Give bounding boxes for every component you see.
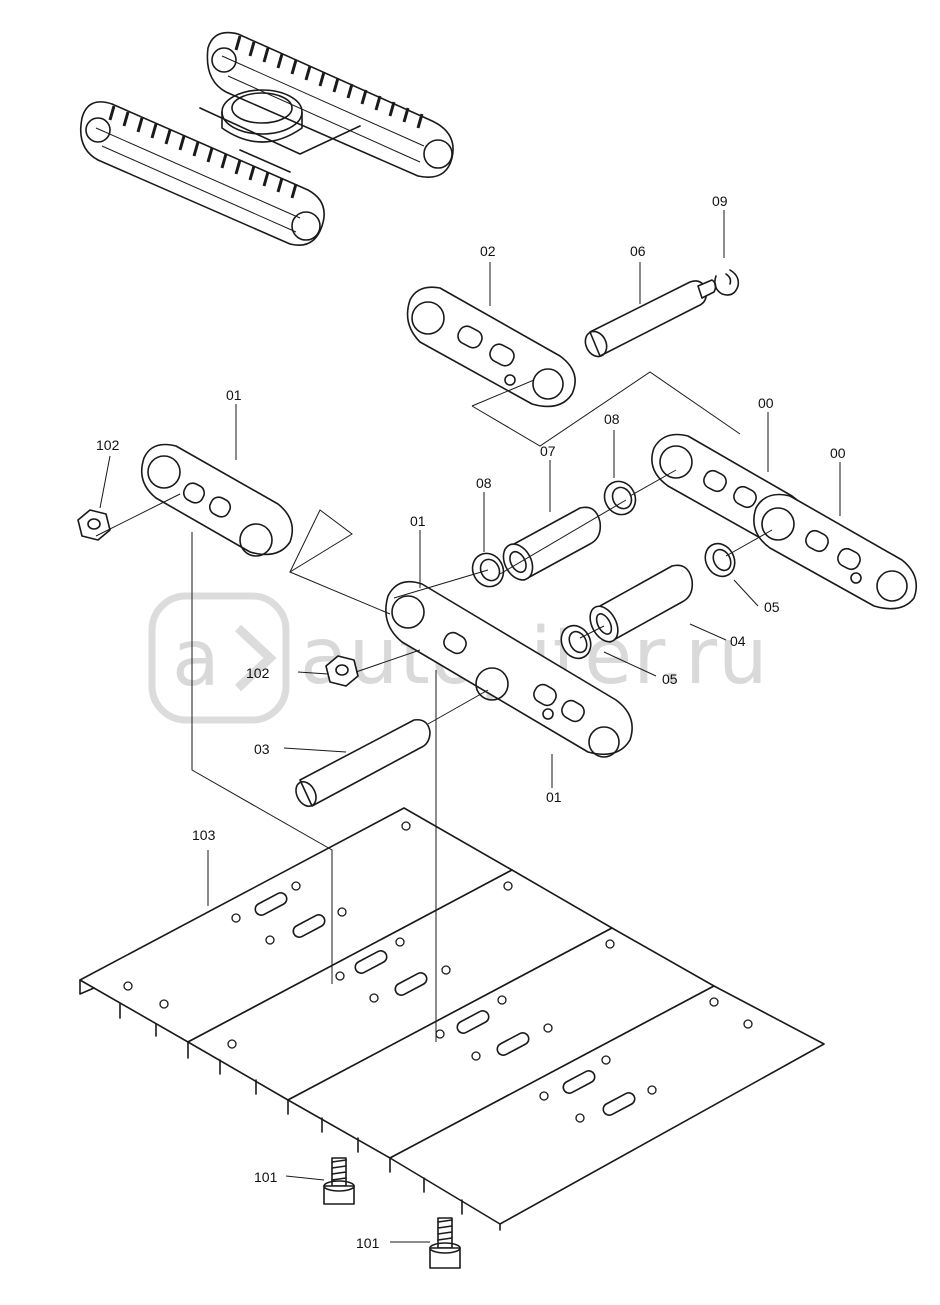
callout-102-center: 102 bbox=[246, 665, 270, 681]
callout-08-right: 08 bbox=[604, 411, 620, 427]
nut-102-center bbox=[325, 655, 359, 687]
assembly-lines bbox=[95, 210, 841, 1243]
callout-labels: 09 02 06 01 102 00 00 08 07 08 01 05 04 … bbox=[96, 193, 846, 1251]
callout-01-left: 01 bbox=[226, 387, 242, 403]
bolt-101-lower bbox=[429, 1217, 461, 1269]
bushing-07 bbox=[502, 506, 602, 581]
track-link-02 bbox=[406, 286, 576, 408]
snap-ring-09 bbox=[714, 269, 740, 296]
nut-102-left bbox=[77, 509, 111, 541]
callout-04: 04 bbox=[730, 633, 746, 649]
callout-05-right: 05 bbox=[764, 599, 780, 615]
callout-07: 07 bbox=[540, 443, 556, 459]
callout-08-left: 08 bbox=[476, 475, 492, 491]
callout-101-lower: 101 bbox=[356, 1235, 380, 1251]
callout-103: 103 bbox=[192, 827, 216, 843]
callout-01-lower: 01 bbox=[546, 789, 562, 805]
bolt-101-upper bbox=[323, 1157, 355, 1205]
watermark-logo-glyph: a bbox=[172, 614, 221, 704]
seal-05-left bbox=[560, 624, 592, 660]
callout-09: 09 bbox=[712, 193, 728, 209]
callout-03: 03 bbox=[254, 741, 270, 757]
seal-08-right bbox=[603, 480, 637, 516]
callout-101-upper: 101 bbox=[254, 1169, 278, 1185]
callout-00-b: 00 bbox=[830, 445, 846, 461]
callout-05-left: 05 bbox=[662, 671, 678, 687]
undercarriage-overview-illustration bbox=[79, 31, 454, 246]
seal-05-right bbox=[704, 542, 736, 578]
track-shoes-103 bbox=[79, 807, 825, 1231]
track-pin-03 bbox=[295, 718, 431, 808]
track-link-00-b bbox=[753, 493, 918, 610]
callout-06: 06 bbox=[630, 243, 646, 259]
callout-01-center: 01 bbox=[410, 513, 426, 529]
bushing-04 bbox=[589, 564, 694, 643]
track-link-01-center bbox=[385, 580, 633, 758]
track-link-01-left bbox=[140, 443, 294, 557]
callout-00-a: 00 bbox=[758, 395, 774, 411]
master-pin-06 bbox=[584, 279, 717, 358]
callout-02: 02 bbox=[480, 243, 496, 259]
callout-102-left: 102 bbox=[96, 437, 120, 453]
